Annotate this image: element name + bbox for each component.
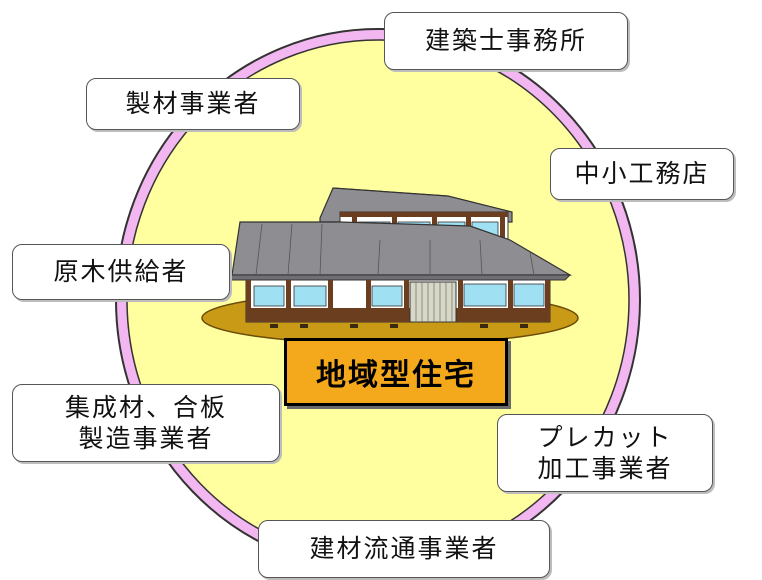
center-label-box: 地域型住宅 xyxy=(284,338,508,406)
label-architect-office: 建築士事務所 xyxy=(384,12,628,70)
label-sawmill: 製材事業者 xyxy=(86,78,300,130)
label-sawmill-text: 製材事業者 xyxy=(125,89,261,119)
center-label: 地域型住宅 xyxy=(316,358,476,393)
label-precut-line-1: プレカット xyxy=(537,422,673,452)
label-material-distributor-text: 建材流通事業者 xyxy=(309,534,499,564)
label-precut-line-2: 加工事業者 xyxy=(537,454,673,483)
label-laminated-plywood: 集成材、合板 製造事業者 xyxy=(12,384,280,462)
label-material-distributor: 建材流通事業者 xyxy=(258,520,550,578)
label-log-supplier: 原木供給者 xyxy=(12,244,230,300)
label-laminated-line-1: 集成材、合板 xyxy=(64,392,227,422)
label-small-builder-text: 中小工務店 xyxy=(574,159,710,189)
label-precut-processor: プレカット 加工事業者 xyxy=(497,414,713,492)
label-architect-office-text: 建築士事務所 xyxy=(424,26,587,56)
label-laminated-line-2: 製造事業者 xyxy=(78,424,214,453)
label-log-supplier-text: 原木供給者 xyxy=(53,257,189,287)
label-small-builder: 中小工務店 xyxy=(550,148,734,200)
house-icon xyxy=(201,187,579,345)
